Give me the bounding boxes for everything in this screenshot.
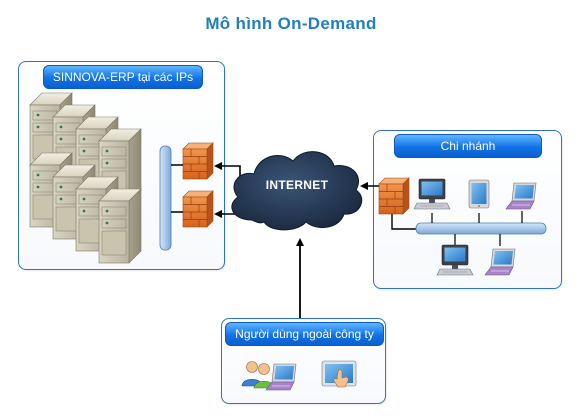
branch-network-bus [415,222,547,235]
users-icon [241,361,275,389]
firewall-icon [378,177,410,215]
diagram-title: Mô hình On-Demand [205,14,377,33]
server-network-bus [159,145,172,251]
touch-screen-icon [321,360,357,388]
external-users-panel-header: Người dùng ngoài công ty [225,322,384,346]
laptop-icon [265,363,297,391]
server-rack-icon [29,92,142,264]
branch-panel-header: Chi nhánh [394,134,542,158]
ips-panel-header: SINNOVA-ERP tại các IPs [43,65,203,89]
branch-drops [431,211,523,246]
external-users-panel: Người dùng ngoài công ty [221,318,386,404]
desktop-computer-icon [436,244,474,276]
firewall-icon [182,142,214,180]
tablet-icon [468,179,490,209]
laptop-icon [484,248,516,276]
cloud-icon [231,151,363,231]
internet-label: INTERNET [265,178,329,192]
branch-link [391,214,418,230]
firewall-icon [182,190,214,228]
desktop-computer-icon [413,178,451,210]
firewall-link [171,164,183,213]
laptop-icon [505,182,537,210]
